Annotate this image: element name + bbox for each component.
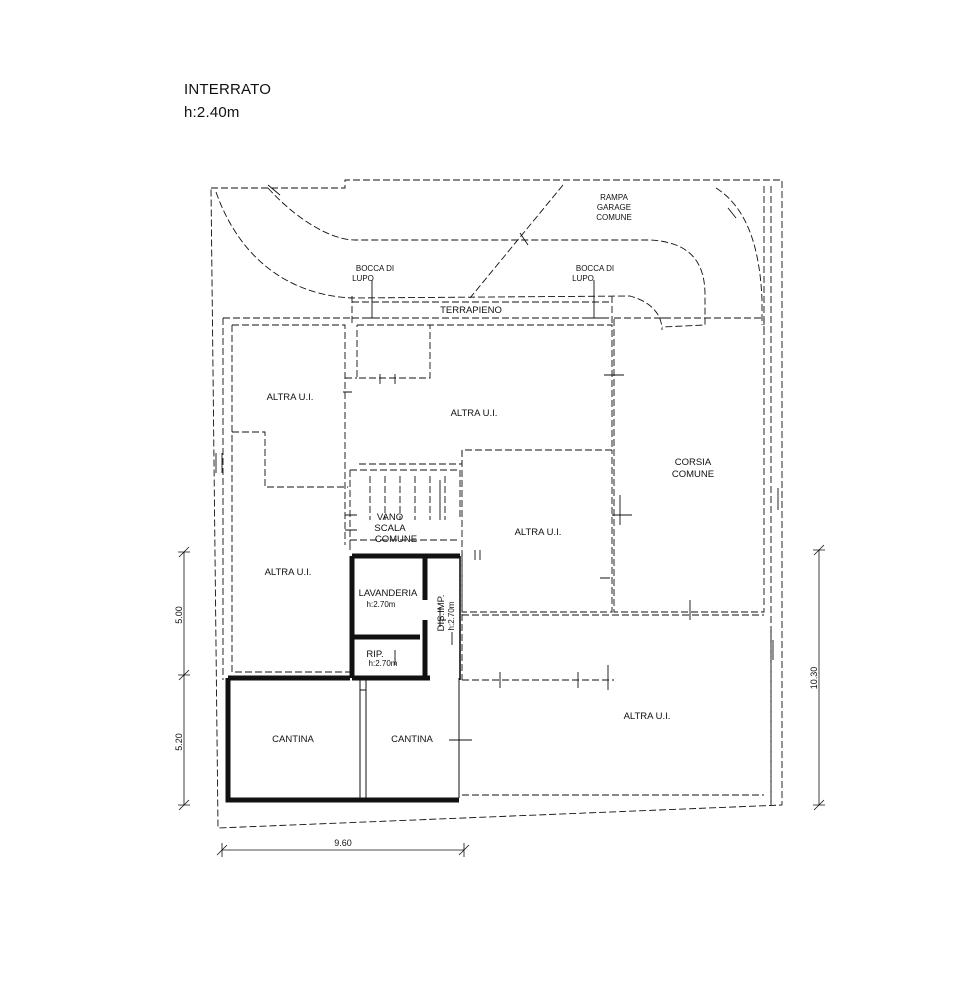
- label-cantina-2: CANTINA: [391, 734, 433, 745]
- cantina-divider: [359, 680, 367, 798]
- label-corsia-2: COMUNE: [672, 469, 714, 480]
- ramp-diagonal: [469, 184, 564, 299]
- dim-bottom: 9.60: [334, 838, 352, 848]
- corsia-outline: [613, 317, 765, 613]
- label-rip: RIP.: [366, 649, 383, 660]
- cantina-outer-walls: [225, 675, 459, 803]
- dim-bottom-line: [216, 843, 470, 857]
- floor-title: INTERRATO: [184, 81, 272, 98]
- label-rampa-1: RAMPA: [600, 193, 629, 202]
- label-terrapieno: TERRAPIENO: [440, 305, 502, 316]
- label-altra-4: ALTRA U.I.: [265, 567, 312, 578]
- label-corsia-1: CORSIA: [675, 457, 712, 468]
- label-altra-1: ALTRA U.I.: [267, 392, 314, 403]
- label-bocca-b-2: LUPO: [572, 274, 594, 283]
- label-vano-3: COMUNE: [375, 534, 417, 545]
- ramp-right-curve: [715, 187, 763, 325]
- label-altra-5: ALTRA U.I.: [624, 711, 671, 722]
- dim-left-lower: 5.20: [174, 733, 184, 751]
- label-cantina-1: CANTINA: [272, 734, 314, 745]
- label-rampa-3: COMUNE: [596, 213, 632, 222]
- label-disimp: DIS.IMP.: [436, 595, 447, 632]
- dim-right-line: [813, 544, 825, 811]
- label-vano-2: SCALA: [374, 523, 406, 534]
- site-boundary-inner: [763, 186, 772, 805]
- label-lavanderia: LAVANDERIA: [359, 588, 418, 599]
- ramp-inner-curve: [267, 187, 706, 328]
- label-altra-3: ALTRA U.I.: [515, 527, 562, 538]
- label-lavanderia-height: h:2.70m: [367, 600, 396, 609]
- dim-right: 10.30: [809, 667, 819, 690]
- dim-left-upper: 5.00: [174, 606, 184, 624]
- label-disimp-height: h:2.70m: [447, 601, 456, 630]
- label-rip-height: h:2.70m: [369, 659, 398, 668]
- altra-3-outline: [461, 450, 613, 613]
- label-bocca-b-1: BOCCA DI: [576, 264, 614, 273]
- inner-perimeter: [222, 317, 352, 680]
- bocca-leaders: [365, 280, 602, 319]
- disimp-walls: [422, 553, 460, 678]
- stair-core-top: [345, 324, 431, 379]
- dim-left-line: [178, 546, 190, 811]
- floor-height: h:2.40m: [184, 104, 240, 121]
- terrapieno-strip: [351, 296, 613, 325]
- door-marks: [215, 374, 779, 741]
- site-boundary: [210, 179, 783, 829]
- ramp-outer-curve: [215, 191, 663, 331]
- label-altra-2: ALTRA U.I.: [451, 408, 498, 419]
- altra-2-outline: [357, 324, 613, 465]
- label-bocca-a-1: BOCCA DI: [356, 264, 394, 273]
- ramp-ticks: [267, 184, 737, 319]
- label-bocca-a-2: LUPO: [352, 274, 374, 283]
- room-labels: RAMPA GARAGE COMUNE BOCCA DI LUPO BOCCA …: [265, 193, 715, 745]
- dimension-labels: 5.00 5.20 9.60 10.30: [174, 606, 819, 848]
- lavanderia-walls: [349, 553, 430, 681]
- altra-1-outline: [232, 324, 348, 545]
- label-rampa-2: GARAGE: [597, 203, 631, 212]
- label-vano-1: VANO: [377, 512, 403, 523]
- altra-5-outline: [462, 614, 772, 805]
